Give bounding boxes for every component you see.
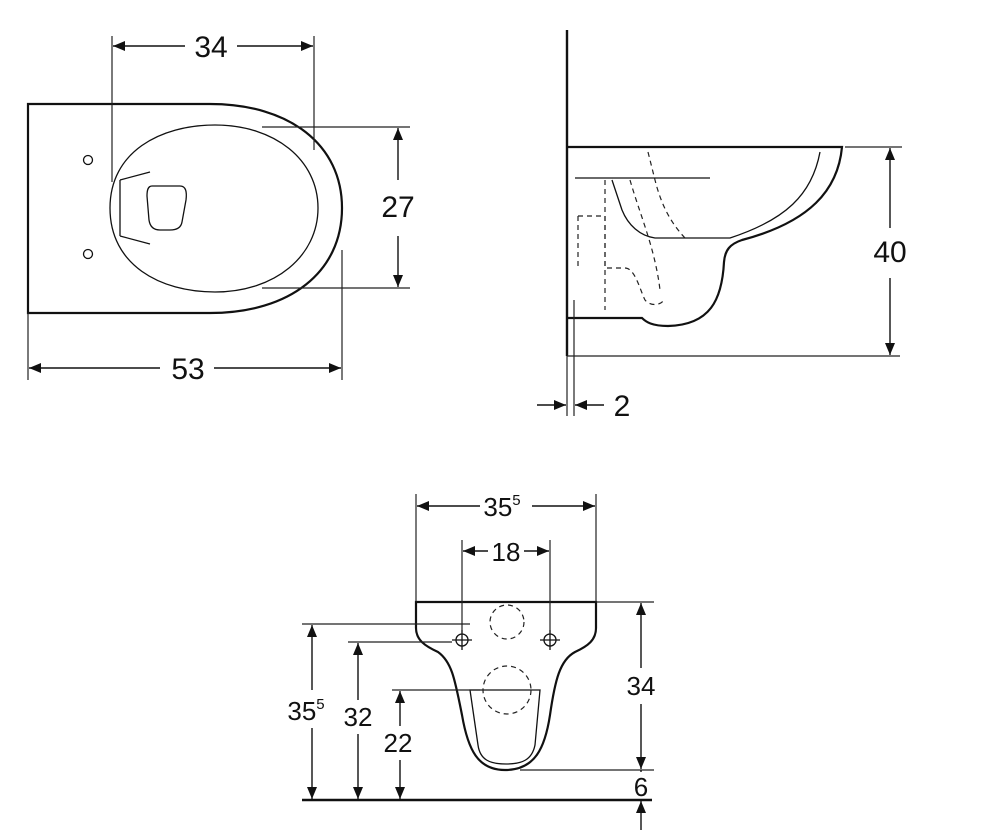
dim-label-32: 32 — [344, 702, 373, 732]
side-view-outline — [567, 145, 844, 328]
top-view: 34 27 53 — [26, 31, 415, 386]
front-view-outline — [414, 600, 598, 772]
top-view-hole-upper — [82, 154, 94, 166]
side-view-inner-rim — [575, 151, 821, 239]
dim-label-6: 6 — [634, 772, 648, 802]
dim-label-2: 2 — [614, 390, 631, 423]
front-view-inlet-hidden — [489, 604, 525, 640]
top-view-bowl-rim — [109, 124, 319, 293]
dim-label-22: 22 — [384, 728, 413, 758]
dim-label-34-front: 34 — [627, 671, 656, 701]
top-view-outlet — [146, 185, 187, 231]
front-view-inner-body — [469, 689, 541, 765]
top-view-hole-lower — [82, 248, 94, 260]
dim-label-27: 27 — [381, 191, 414, 224]
dim-label-35-5-width: 355 — [483, 492, 520, 522]
dim-label-53: 53 — [171, 353, 204, 386]
dim-label-34: 34 — [194, 31, 227, 64]
side-view: 40 2 — [537, 30, 907, 423]
side-view-hidden-pipe — [577, 180, 606, 310]
dim-label-40: 40 — [873, 236, 906, 269]
dim-label-35-5-height: 355 — [287, 696, 324, 726]
side-view-hidden-trap — [578, 151, 686, 306]
front-view-outlet-hidden — [482, 665, 532, 715]
dim-label-18: 18 — [492, 537, 521, 567]
top-view-outline — [26, 102, 344, 315]
front-view: 355 18 34 6 355 32 22 — [287, 492, 655, 830]
top-view-bowl-inner — [119, 171, 151, 245]
